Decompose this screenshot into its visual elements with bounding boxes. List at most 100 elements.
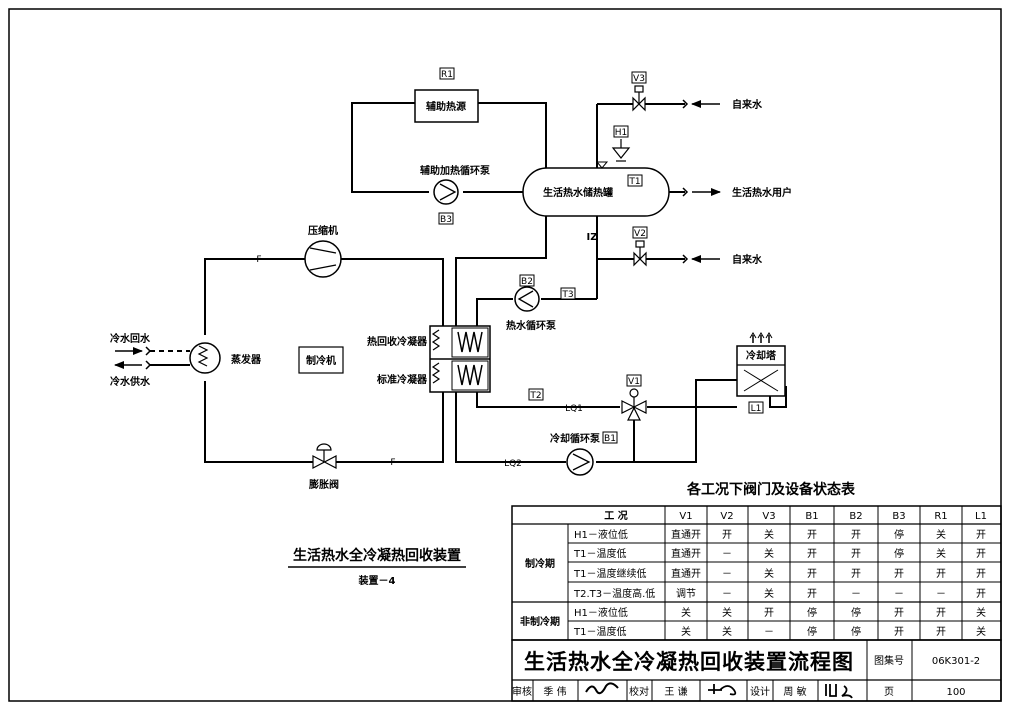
- state-cell: 停: [894, 547, 904, 560]
- state-cell: 开: [894, 569, 904, 580]
- state-cell: 开: [807, 569, 817, 580]
- state-cell: 开: [851, 569, 861, 580]
- tap-water-label-1: 自来水: [732, 98, 763, 111]
- aux-circulation-pump: [433, 179, 459, 205]
- level-sensor-h1: [611, 139, 631, 162]
- chw-return-label: 冷水回水: [110, 332, 151, 345]
- state-cell: 开: [976, 530, 986, 541]
- state-cell: 停: [894, 528, 904, 541]
- state-cell: 开: [807, 589, 817, 600]
- state-cell: －: [764, 627, 774, 638]
- design-label: 设计: [750, 685, 770, 698]
- state-cell: －: [722, 589, 732, 600]
- state-cell: 停: [851, 625, 861, 638]
- condition-cell: T2.T3－温度高.低: [573, 587, 655, 600]
- sheet-border: [8, 8, 1002, 702]
- tag-t1: T1: [628, 177, 640, 187]
- hw-pump-label: 热水循环泵: [506, 319, 557, 332]
- page-number: 100: [946, 687, 965, 698]
- state-cell: 开: [976, 549, 986, 560]
- condition-cell: T1－温度继续低: [573, 567, 646, 580]
- header-r1: R1: [934, 511, 947, 522]
- state-cell: 关: [764, 528, 774, 541]
- state-cell: －: [851, 589, 861, 600]
- header-v2: V2: [720, 511, 733, 522]
- state-cell: 开: [936, 569, 946, 580]
- aux-pump-label: 辅助加热循环泵: [420, 164, 491, 177]
- cooling-tower-label: 冷却塔: [746, 349, 777, 362]
- compressor: [304, 240, 342, 278]
- state-cell: 关: [764, 547, 774, 560]
- header-l1: L1: [975, 511, 987, 522]
- reviewer-signature: [585, 682, 619, 695]
- header-b2: B2: [849, 511, 862, 522]
- tag-f-bottom: F: [390, 458, 395, 468]
- state-cell: 关: [764, 567, 774, 580]
- state-cell: 直通开: [671, 528, 701, 541]
- cooling-tower: [736, 332, 786, 397]
- header-b3: B3: [892, 511, 905, 522]
- state-cell: 关: [764, 587, 774, 600]
- tag-b1: B1: [604, 434, 616, 444]
- checker-signature: [708, 684, 737, 696]
- designer-name: 周 敏: [783, 685, 806, 698]
- page-label: 页: [884, 686, 894, 698]
- header-v3: V3: [762, 511, 775, 522]
- expansion-valve-label: 膨胀阀: [309, 478, 339, 491]
- drawing-title: 生活热水全冷凝热回收装置流程图: [524, 650, 854, 674]
- state-cell: 开: [764, 608, 774, 619]
- hot-water-circulation-pump: [514, 286, 540, 312]
- condition-cell: H1－液位低: [574, 606, 628, 619]
- valve-v1: [621, 388, 647, 421]
- title-block-grid: [511, 639, 1002, 702]
- tag-v1: V1: [628, 377, 640, 387]
- chiller-label: 制冷机: [306, 354, 336, 367]
- tag-lq2: LQ2: [504, 459, 522, 469]
- header-v1: V1: [679, 511, 692, 522]
- status-table-grid: [511, 505, 1002, 641]
- header-b1: B1: [805, 511, 818, 522]
- state-cell: －: [722, 549, 732, 560]
- tap-water-label-2: 自来水: [732, 253, 763, 266]
- check-label: 校对: [629, 685, 649, 698]
- flow-arrows: [114, 100, 721, 369]
- reviewer-name: 季 伟: [543, 685, 566, 698]
- pipe-end-marks: [145, 99, 689, 370]
- tag-l1: L1: [751, 404, 762, 414]
- state-cell: 关: [722, 606, 732, 619]
- state-cell: 开: [851, 530, 861, 541]
- designer-signature: [825, 684, 853, 699]
- group-label: 非制冷期: [520, 615, 560, 628]
- heat-recovery-condenser-label: 热回收冷凝器: [367, 335, 428, 348]
- valve-v2: [633, 240, 647, 267]
- atlas-number: 06K301-2: [932, 656, 980, 667]
- state-cell: 直通开: [671, 567, 701, 580]
- hot-water-user-label: 生活热水用户: [732, 186, 792, 199]
- state-cell: 开: [976, 569, 986, 580]
- header-condition: 工 况: [604, 510, 627, 522]
- state-cell: 停: [851, 606, 861, 619]
- chw-supply-label: 冷水供水: [110, 375, 151, 388]
- state-cell: 关: [936, 547, 946, 560]
- state-cell: 开: [894, 608, 904, 619]
- state-cell: 开: [851, 549, 861, 560]
- state-cell: －: [894, 589, 904, 600]
- state-cell: 关: [976, 625, 986, 638]
- device-subtitle: 装置－4: [358, 574, 396, 587]
- state-cell: 关: [722, 625, 732, 638]
- state-cell: 停: [807, 625, 817, 638]
- state-cell: 开: [807, 549, 817, 560]
- compressor-label: 压缩机: [308, 224, 338, 237]
- device-title: 生活热水全冷凝热回收装置: [293, 547, 461, 564]
- tag-lq1: LQ1: [565, 404, 583, 414]
- status-table-caption: 各工况下阀门及设备状态表: [686, 481, 856, 498]
- checker-name: 王 谦: [664, 685, 687, 698]
- tag-h1: H1: [615, 128, 628, 138]
- review-label: 审核: [512, 685, 532, 698]
- piping: [150, 102, 787, 463]
- state-cell: 开: [807, 530, 817, 541]
- aux-heat-source-label: 辅助热源: [426, 100, 466, 113]
- cooling-circulation-pump: [566, 448, 594, 476]
